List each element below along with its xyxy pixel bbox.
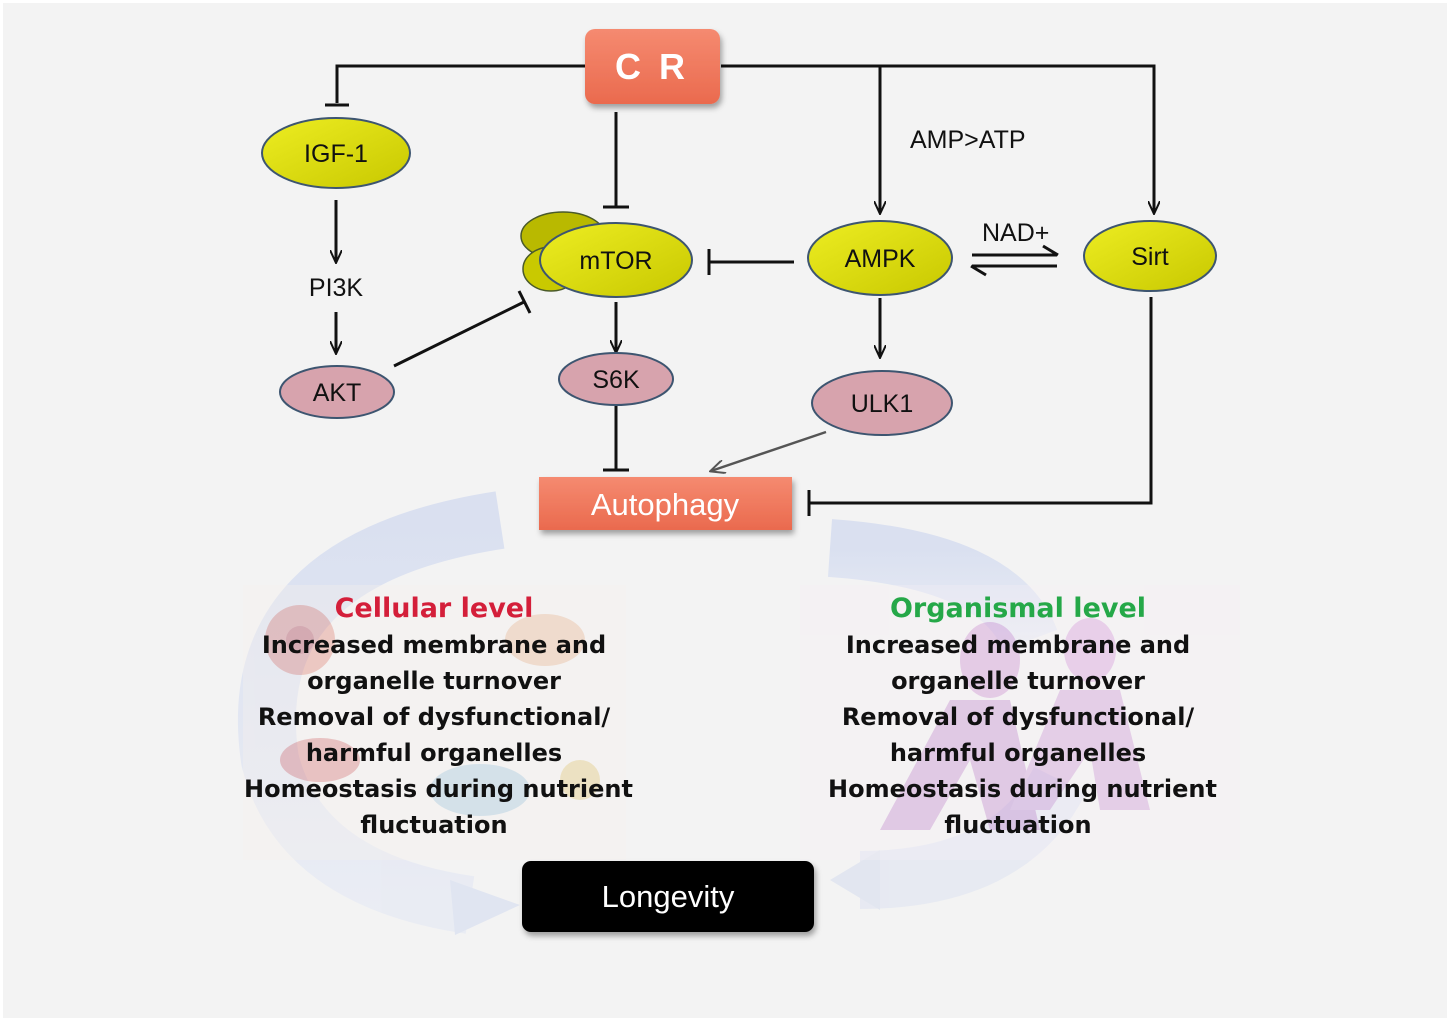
node-ampk [807,220,953,296]
node-longevity [522,861,814,932]
label-amp-atp: AMP>ATP [910,126,1026,154]
cellular-line: harmful organelles [305,739,563,767]
edge-cr-ampk-activate [721,64,880,213]
node-akt [279,365,395,419]
cellular-level-heading: Cellular level [334,593,534,624]
node-akt-label: AKT [313,379,362,407]
node-s6k [558,352,674,406]
edge-akt-mtor-bar [517,290,532,314]
node-longevity-label: Longevity [602,879,735,914]
edge-ampk-sirt-forward-head [1042,244,1059,257]
edge-sirt-ampk-back-head [970,264,987,277]
cellular-level-panel: Cellular level Increased membrane and or… [244,591,633,843]
organismal-level-heading: Organismal level [889,593,1147,624]
cellular-line: Increased membrane and [261,631,607,659]
organismal-line: Homeostasis during nutrient [828,775,1217,803]
node-cr [585,29,720,104]
label-nad: NAD+ [982,219,1049,247]
node-s6k-label: S6K [592,366,640,394]
edge-cr-sirt-activate [880,64,1154,213]
node-mtor [520,211,693,298]
organismal-line: Increased membrane and [845,631,1191,659]
node-igf1 [261,117,411,189]
node-ulk1 [811,370,953,436]
node-autophagy [539,477,792,530]
node-mtor-label: mTOR [579,247,652,275]
cellular-illustration [243,585,626,860]
organismal-illustration [800,585,1240,860]
node-ampk-label: AMPK [845,245,916,273]
organismal-line: Removal of dysfunctional/ [841,703,1195,731]
node-ulk1-label: ULK1 [851,390,914,418]
node-sirt [1083,220,1217,292]
pathway-edges [325,64,1154,516]
organismal-level-panel: Organismal level Increased membrane and … [828,591,1217,843]
edge-akt-mtor-inhibit [393,300,525,368]
organismal-line: organelle turnover [891,667,1145,695]
cellular-line: Homeostasis during nutrient [244,775,633,803]
cellular-line: fluctuation [360,811,508,839]
node-pi3k: PI3K [309,274,364,302]
organismal-line: fluctuation [944,811,1092,839]
node-sirt-label: Sirt [1131,243,1169,271]
edge-cr-igf1-inhibit [335,64,585,103]
node-autophagy-label: Autophagy [591,487,740,522]
edge-sirt-autophagy-inhibit [810,297,1153,505]
node-cr-label: C R [615,46,689,87]
cycle-arrows-background [237,491,1086,935]
edge-ulk1-autophagy-activate [711,430,827,471]
cellular-line: organelle turnover [307,667,561,695]
cellular-line: Removal of dysfunctional/ [257,703,611,731]
node-igf1-label: IGF-1 [304,140,368,168]
organismal-line: harmful organelles [889,739,1147,767]
